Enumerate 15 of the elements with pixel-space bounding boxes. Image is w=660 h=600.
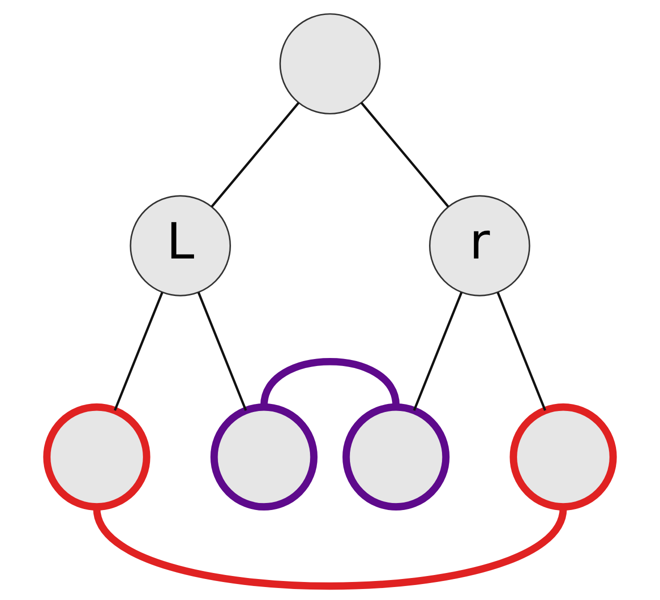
node-circle [210,403,318,511]
node-circle [510,403,617,511]
connector [197,292,247,411]
connector [260,358,400,406]
connector [210,102,300,208]
node-circle: r [429,195,530,296]
node-circle [43,403,150,511]
node-circle: L [130,195,231,296]
connector [93,507,567,590]
connector [413,292,463,411]
node-circle [342,403,450,511]
node-circle [279,13,381,114]
connector [360,102,450,208]
connector [496,292,546,411]
connector [114,292,164,411]
